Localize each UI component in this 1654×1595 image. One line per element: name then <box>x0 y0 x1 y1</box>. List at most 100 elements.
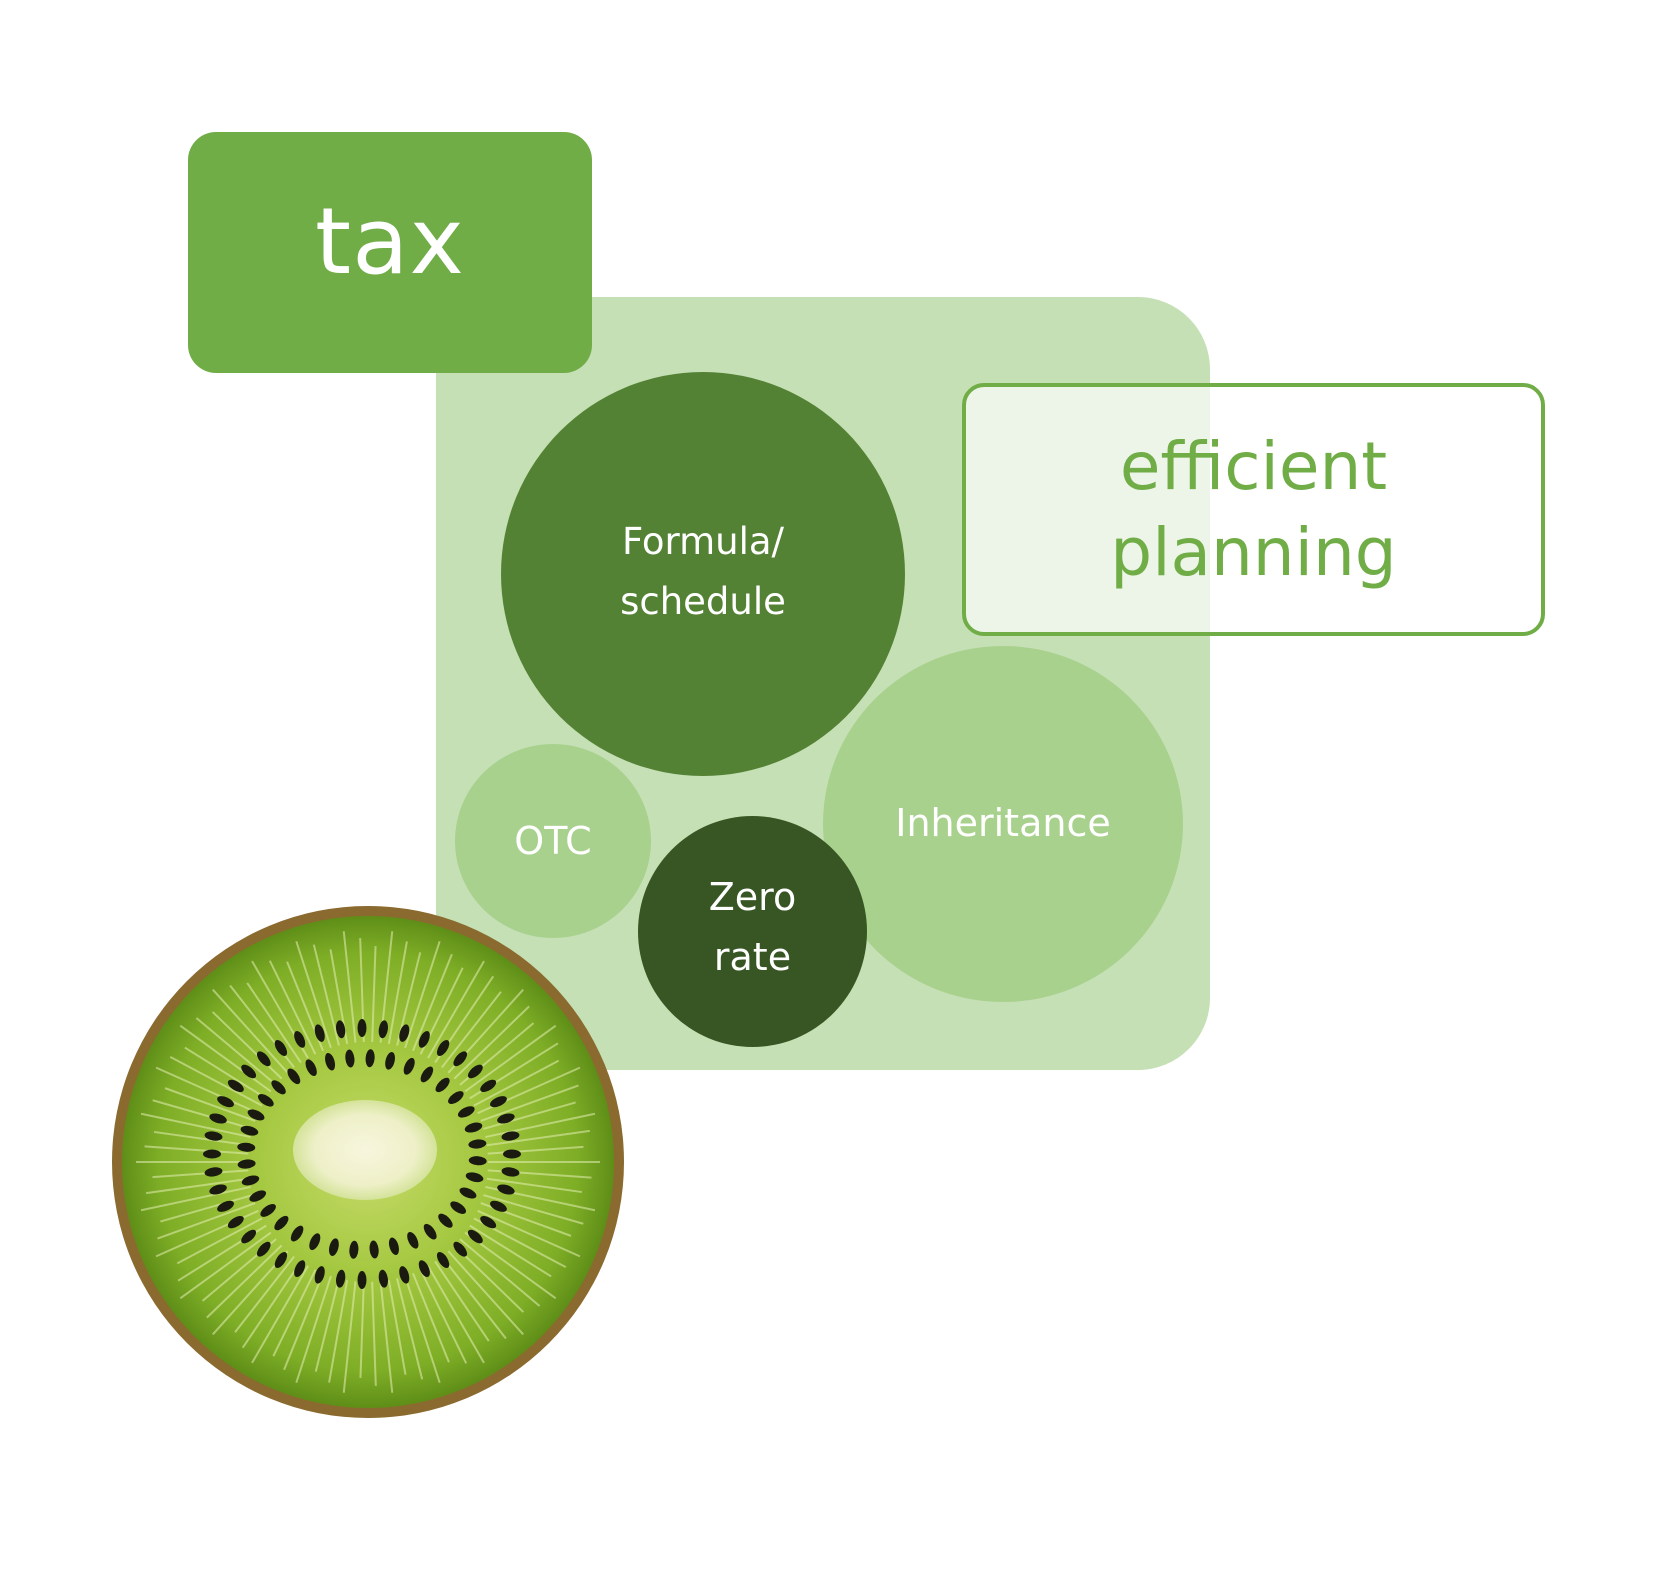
kiwi-ray <box>387 1280 407 1375</box>
kiwi-ray <box>453 1244 525 1313</box>
kiwi-seed <box>290 1225 304 1242</box>
kiwi-ray <box>453 1005 530 1080</box>
kiwi-ray <box>140 1112 251 1139</box>
kiwi-seed <box>420 1066 434 1083</box>
kiwi-seed <box>369 1240 379 1259</box>
kiwi-ray <box>157 1202 256 1240</box>
kiwi-seed <box>497 1113 515 1124</box>
tax-box: tax <box>188 132 592 373</box>
kiwi-seed <box>237 1142 256 1152</box>
kiwi-ray <box>434 1260 490 1342</box>
kiwi-seed <box>378 1269 388 1288</box>
kiwi-ray <box>160 1194 253 1223</box>
kiwi-ray <box>283 1272 324 1371</box>
kiwi-ray <box>486 1177 583 1194</box>
kiwi-seed <box>240 1125 259 1136</box>
kiwi-slice-image <box>112 906 624 1418</box>
kiwi-seed <box>204 1167 223 1177</box>
kiwi-seed <box>256 1241 271 1257</box>
tax-label: tax <box>315 188 465 295</box>
kiwi-seed <box>453 1051 468 1067</box>
kiwi-seed <box>436 1040 450 1056</box>
kiwi-seed <box>385 1052 395 1070</box>
kiwi-seed <box>227 1079 244 1093</box>
kiwi-ray <box>379 1281 394 1393</box>
kiwi-seed <box>464 1122 483 1133</box>
kiwi-ray <box>211 1011 283 1080</box>
kiwi-seed <box>247 1109 265 1121</box>
formula-schedule-label: Formula/ schedule <box>620 520 786 623</box>
kiwi-ray <box>419 1269 468 1364</box>
inheritance-circle: Inheritance <box>823 646 1183 1002</box>
kiwi-seed <box>209 1184 227 1195</box>
kiwi-ray <box>447 1250 524 1336</box>
kiwi-ray <box>241 1260 302 1349</box>
kiwi-seed <box>256 1051 271 1067</box>
kiwi-seed <box>450 1201 467 1214</box>
kiwi-seed <box>314 1266 325 1284</box>
kiwi-ray <box>312 944 340 1046</box>
kiwi-seed <box>501 1131 520 1141</box>
kiwi-seed <box>309 1233 321 1251</box>
kiwi-ray <box>251 1265 309 1364</box>
kiwi-seed <box>497 1184 515 1195</box>
kiwi-ray <box>427 960 485 1059</box>
kiwi-seed <box>241 1064 257 1079</box>
kiwi-ray <box>246 982 302 1064</box>
kiwi-seed <box>227 1215 244 1229</box>
kiwi-seed <box>467 1064 483 1079</box>
kiwi-ray <box>483 1194 584 1225</box>
kiwi-ray <box>164 1087 256 1122</box>
kiwi-seed <box>241 1175 260 1186</box>
kiwi-ray <box>152 1169 249 1179</box>
kiwi-seed <box>480 1079 497 1093</box>
kiwi-seed <box>436 1252 450 1268</box>
kiwi-seed <box>274 1215 289 1231</box>
kiwi-seed <box>403 1057 415 1075</box>
kiwi-ray <box>480 1084 579 1122</box>
kiwi-seed <box>407 1231 419 1249</box>
kiwi-seed <box>468 1156 487 1166</box>
kiwi-ray <box>441 1255 507 1340</box>
kiwi-ray <box>464 1231 557 1300</box>
kiwi-ray <box>342 1281 357 1393</box>
kiwi-ray <box>234 1255 295 1333</box>
kiwi-seed <box>501 1167 520 1177</box>
kiwi-ray <box>469 1224 552 1278</box>
kiwi-ray <box>179 1024 272 1093</box>
kiwi-ray <box>412 1272 450 1363</box>
kiwi-seed <box>329 1238 339 1256</box>
kiwi-seed <box>480 1215 497 1229</box>
kiwi-seed <box>467 1229 483 1244</box>
kiwi-seed <box>418 1260 430 1278</box>
kiwi-ray <box>295 1275 332 1383</box>
kiwi-ray <box>371 946 377 1043</box>
kiwi-ray <box>144 1145 249 1155</box>
kiwi-seed <box>468 1139 487 1149</box>
kiwi-seed <box>203 1149 221 1159</box>
kiwi-seed <box>490 1096 507 1108</box>
kiwi-ray <box>387 941 408 1044</box>
zero-rate-circle: Zero rate <box>638 816 867 1047</box>
kiwi-ray <box>459 1238 541 1307</box>
kiwi-seed <box>503 1149 521 1159</box>
kiwi-seed <box>388 1237 399 1256</box>
kiwi-seed <box>345 1049 355 1068</box>
kiwi-seed <box>336 1269 346 1288</box>
efficient-planning-label: efficient planning <box>1110 427 1397 591</box>
kiwi-ray <box>359 1281 365 1378</box>
kiwi-ray <box>195 1017 277 1086</box>
kiwi-ray <box>485 1112 596 1139</box>
kiwi-seed <box>241 1229 257 1244</box>
inheritance-label: Inheritance <box>895 801 1111 845</box>
kiwi-ray <box>342 931 357 1043</box>
kiwi-seed <box>336 1020 346 1039</box>
kiwi-seed <box>438 1213 453 1228</box>
kiwi-seed <box>314 1024 325 1042</box>
kiwi-seed <box>257 1094 274 1107</box>
kiwi-seed <box>217 1200 234 1212</box>
kiwi-ray <box>412 953 453 1052</box>
kiwi-ray <box>473 1059 560 1107</box>
kiwi-seed <box>271 1080 286 1095</box>
otc-circle: OTC <box>455 744 651 938</box>
